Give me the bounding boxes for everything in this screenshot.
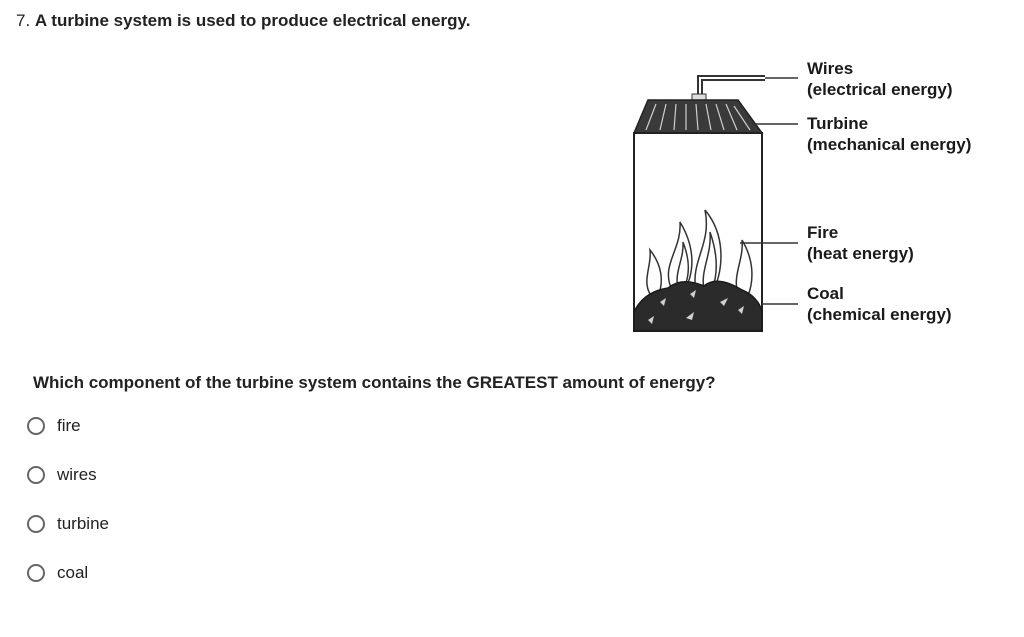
radio-button[interactable]	[27, 564, 45, 582]
wire-connector	[691, 93, 707, 101]
label-wires-name: Wires	[807, 59, 854, 78]
coal-highlights	[648, 290, 744, 324]
fire-flames	[646, 209, 753, 297]
label-coal-energy: (chemical energy)	[807, 305, 952, 324]
label-turbine-name: Turbine	[807, 114, 869, 133]
turbine-illustration	[632, 75, 798, 332]
label-fire-name: Fire	[807, 223, 839, 242]
option-label: coal	[57, 563, 89, 582]
label-turbine-energy: (mechanical energy)	[807, 135, 972, 154]
option-label: fire	[57, 416, 81, 435]
label-fire: Fire (heat energy)	[807, 222, 914, 264]
turbine-blades	[645, 103, 751, 131]
label-coal: Coal (chemical energy)	[807, 283, 952, 325]
question-prompt: Which component of the turbine system co…	[33, 373, 716, 392]
label-wires: Wires (electrical energy)	[807, 58, 953, 100]
option-coal[interactable]: coal	[27, 560, 109, 586]
wire-line	[701, 79, 765, 95]
label-fire-energy: (heat energy)	[807, 244, 914, 263]
radio-button[interactable]	[27, 417, 45, 435]
label-turbine: Turbine (mechanical energy)	[807, 113, 971, 155]
question-text: A turbine system is used to produce elec…	[34, 11, 471, 30]
turbine-diagram: Wires (electrical energy) Turbine (mecha…	[620, 50, 1000, 350]
coal-pile	[633, 280, 763, 332]
option-label: turbine	[57, 514, 109, 533]
answer-options: fire wires turbine coal	[27, 413, 109, 609]
label-wires-energy: (electrical energy)	[807, 80, 953, 99]
question-header: 7. A turbine system is used to produce e…	[16, 10, 470, 32]
radio-button[interactable]	[27, 515, 45, 533]
option-fire[interactable]: fire	[27, 413, 109, 439]
question-number: 7.	[16, 11, 31, 30]
label-coal-name: Coal	[807, 284, 844, 303]
radio-button[interactable]	[27, 466, 45, 484]
option-turbine[interactable]: turbine	[27, 511, 109, 537]
wire-line	[697, 75, 765, 95]
option-label: wires	[57, 465, 97, 484]
option-wires[interactable]: wires	[27, 462, 109, 488]
